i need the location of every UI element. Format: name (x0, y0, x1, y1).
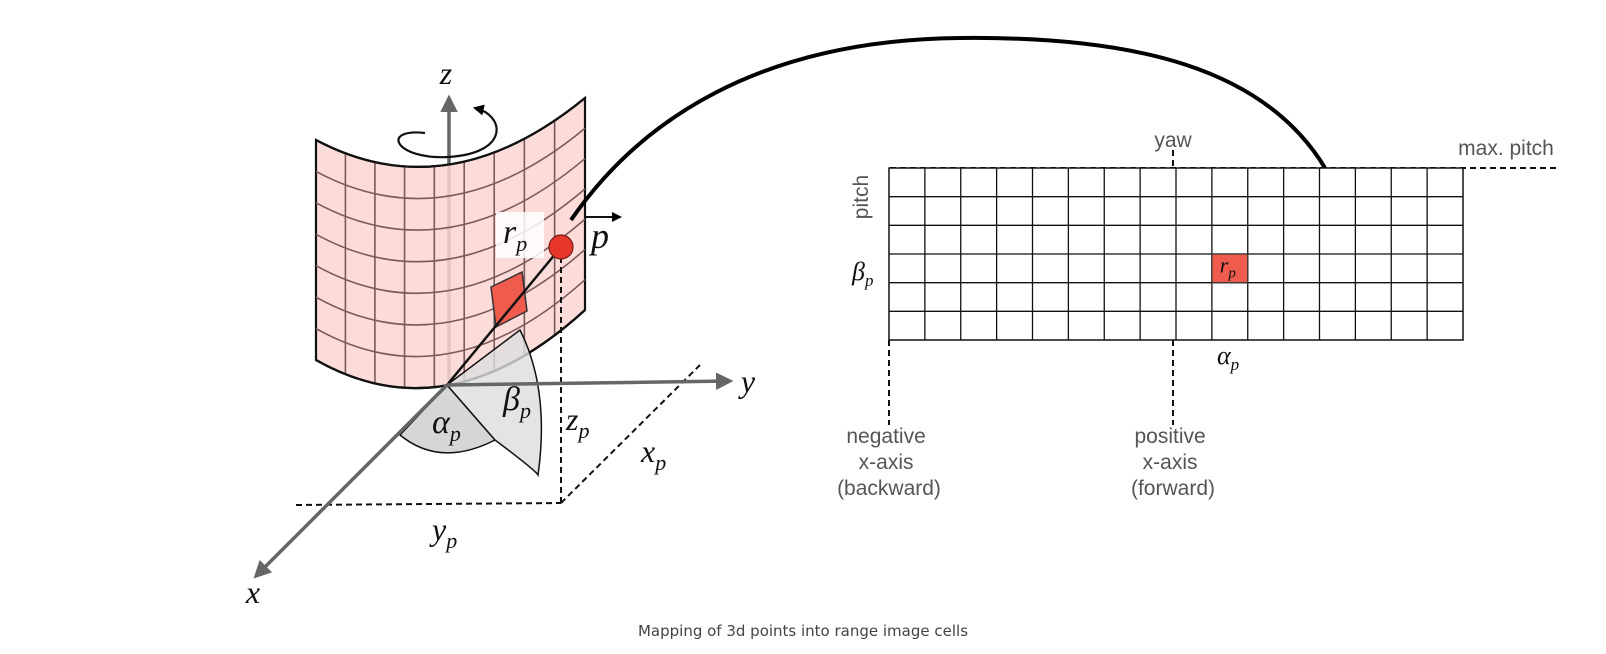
range-image-grid (888, 167, 1464, 341)
y-coordinate-label: yp (429, 511, 457, 553)
yaw-label: yaw (1154, 129, 1192, 152)
alpha-label: αp (432, 404, 461, 446)
figure-caption: Mapping of 3d points into range image ce… (637, 622, 969, 640)
point-p (548, 234, 574, 260)
ray-to-point (446, 246, 562, 386)
beta-row-marker: βp (851, 257, 873, 290)
surface-grid-row-line (315, 188, 586, 263)
alpha-column-marker: αp (1217, 341, 1239, 374)
rotation-arrow-icon (397, 104, 498, 159)
beta-wedge (445, 328, 543, 478)
left-3d-figure: z y x p rp αp βp zp xp yp (245, 55, 756, 610)
positive-axis-label: positive x-axis (forward) (1131, 425, 1215, 500)
z-axis-label: z (439, 55, 453, 91)
alpha-wedge (398, 383, 497, 454)
y-axis (446, 372, 734, 390)
z-coordinate-label: zp (565, 401, 589, 443)
point-label: p (588, 216, 609, 256)
range-image-highlighted-cell (1211, 253, 1249, 284)
y-axis-label: y (738, 363, 756, 399)
x-axis (253, 383, 449, 579)
range-cell-label: rp (1220, 252, 1237, 281)
highlighted-surface-cell (490, 270, 528, 329)
beta-label: βp (502, 381, 531, 423)
range-image: rp yaw max. pitch pitch βp αp negative x… (837, 129, 1560, 500)
range-label-box (496, 212, 544, 258)
range-label: rp (503, 214, 527, 256)
pitch-label: pitch (850, 175, 873, 219)
surface-grid-row-line (315, 157, 586, 231)
surface-grid-row-line (315, 248, 586, 326)
surface-grid-row-line (315, 279, 586, 358)
x-axis-label: x (245, 574, 260, 610)
max-pitch-label: max. pitch (1458, 137, 1554, 160)
surface-grid-row-line (315, 127, 586, 200)
negative-axis-label: negative x-axis (backward) (837, 425, 941, 500)
x-coordinate-label: xp (640, 433, 666, 475)
